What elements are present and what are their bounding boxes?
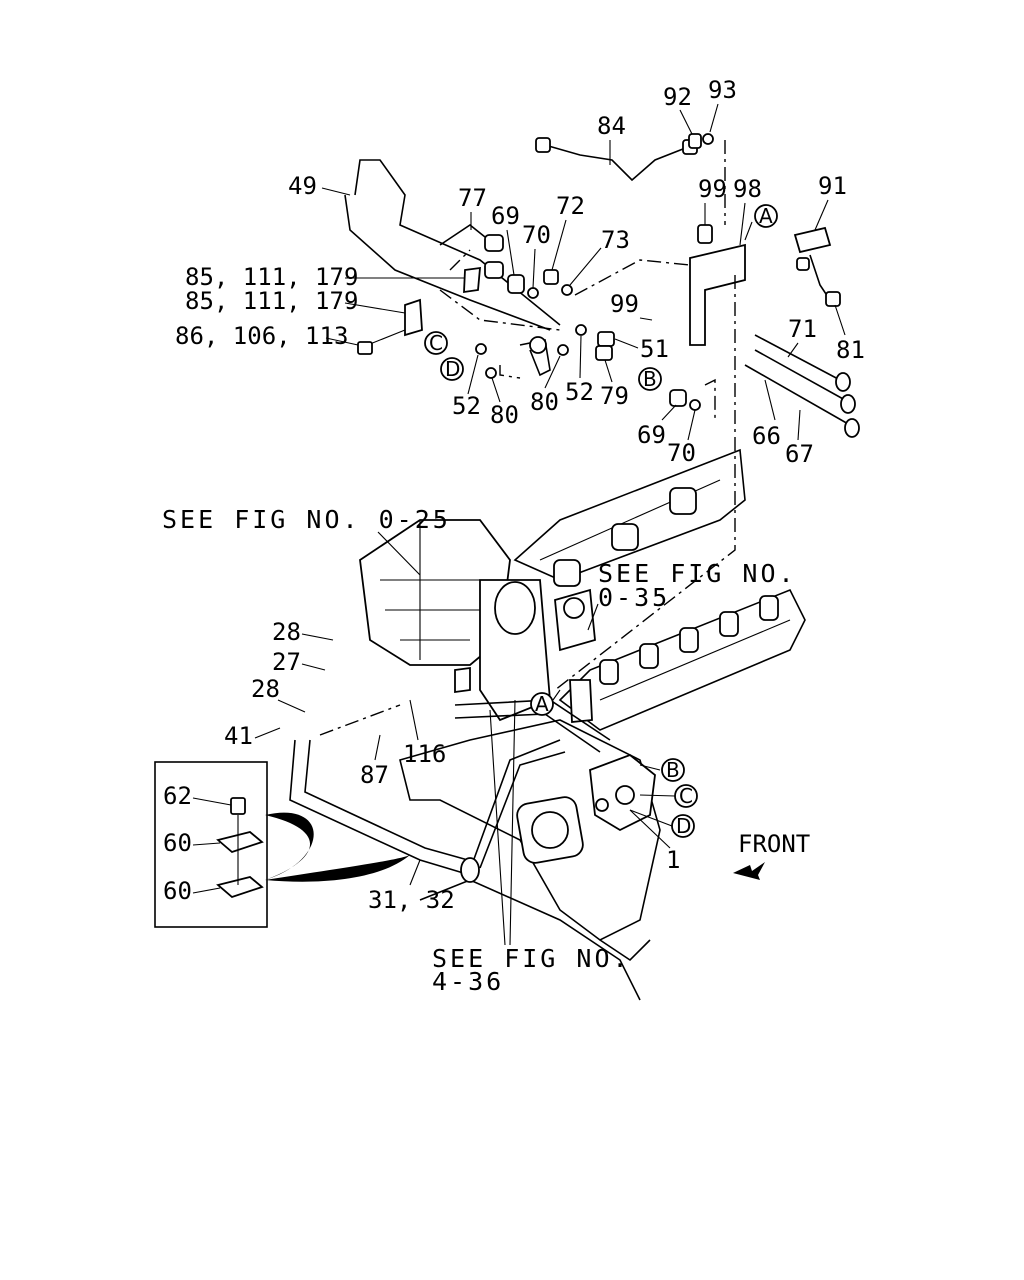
- callout-80-left: 80: [490, 401, 519, 429]
- callout-81: 81: [836, 336, 865, 364]
- marker-d-upper: D: [445, 357, 460, 381]
- front-arrow-icon: [733, 862, 765, 880]
- callout-92: 92: [663, 83, 692, 111]
- marker-d-lower: D: [676, 814, 691, 838]
- upper-assembly: [319, 133, 860, 736]
- ref-fig-4-36-line1: SEE FIG NO.: [432, 944, 631, 973]
- callout-28-upper: 28: [272, 618, 301, 646]
- callout-99-upper: 99: [698, 175, 727, 203]
- callout-49: 49: [288, 172, 317, 200]
- callout-52-left: 52: [452, 392, 481, 420]
- callout-60-lower: 60: [163, 877, 192, 905]
- callout-66: 66: [752, 422, 781, 450]
- front-direction-indicator: FRONT: [733, 830, 810, 880]
- marker-c-lower: C: [679, 784, 693, 808]
- callout-91: 91: [818, 172, 847, 200]
- ref-fig-0-35-line2: 0-35: [598, 583, 670, 612]
- callout-69-lower: 69: [637, 421, 666, 449]
- callout-labels: 49 77 69 70 72 73 85, 111, 179 85, 111, …: [163, 76, 865, 914]
- marker-a-upper: A: [759, 204, 773, 228]
- callout-41: 41: [224, 722, 253, 750]
- callout-84: 84: [597, 112, 626, 140]
- clamp-detail-inset: [154, 761, 410, 928]
- callout-85-b: 85, 111, 179: [185, 287, 358, 315]
- marker-c-upper: C: [429, 331, 443, 355]
- callout-28-lower: 28: [251, 675, 280, 703]
- callout-93: 93: [708, 76, 737, 104]
- callout-86: 86, 106, 113: [175, 322, 348, 350]
- callout-27: 27: [272, 648, 301, 676]
- marker-b-lower: B: [666, 758, 680, 782]
- callout-80-right: 80: [530, 388, 559, 416]
- callout-67: 67: [785, 440, 814, 468]
- reference-markers: A A B B C C D D: [424, 204, 778, 838]
- callout-51: 51: [640, 335, 669, 363]
- callout-72: 72: [556, 192, 585, 220]
- callout-69-upper: 69: [491, 202, 520, 230]
- callout-73: 73: [601, 226, 630, 254]
- callout-70-upper: 70: [522, 221, 551, 249]
- callout-98: 98: [733, 175, 762, 203]
- marker-a-lower: A: [535, 692, 549, 716]
- ref-fig-0-25: SEE FIG NO. 0-25: [162, 505, 451, 534]
- callout-31-32: 31, 32: [368, 886, 455, 914]
- callout-99-lower: 99: [610, 290, 639, 318]
- callout-52-right: 52: [565, 378, 594, 406]
- callout-116: 116: [403, 740, 446, 768]
- callout-79: 79: [600, 382, 629, 410]
- marker-b-upper: B: [643, 367, 657, 391]
- callout-71: 71: [788, 315, 817, 343]
- callout-70-lower: 70: [667, 439, 696, 467]
- callout-1: 1: [666, 846, 680, 874]
- figure-references: SEE FIG NO. 0-25 SEE FIG NO. 0-35 SEE FI…: [162, 505, 797, 996]
- callout-85-a: 85, 111, 179: [185, 263, 358, 291]
- callout-87: 87: [360, 761, 389, 789]
- ref-fig-4-36-line2: 4-36: [432, 967, 504, 996]
- engine-block: [289, 448, 806, 1001]
- front-label: FRONT: [738, 830, 810, 858]
- ref-fig-0-35-line1: SEE FIG NO.: [598, 559, 797, 588]
- callout-77: 77: [458, 184, 487, 212]
- callout-60-upper: 60: [163, 829, 192, 857]
- callout-62: 62: [163, 782, 192, 810]
